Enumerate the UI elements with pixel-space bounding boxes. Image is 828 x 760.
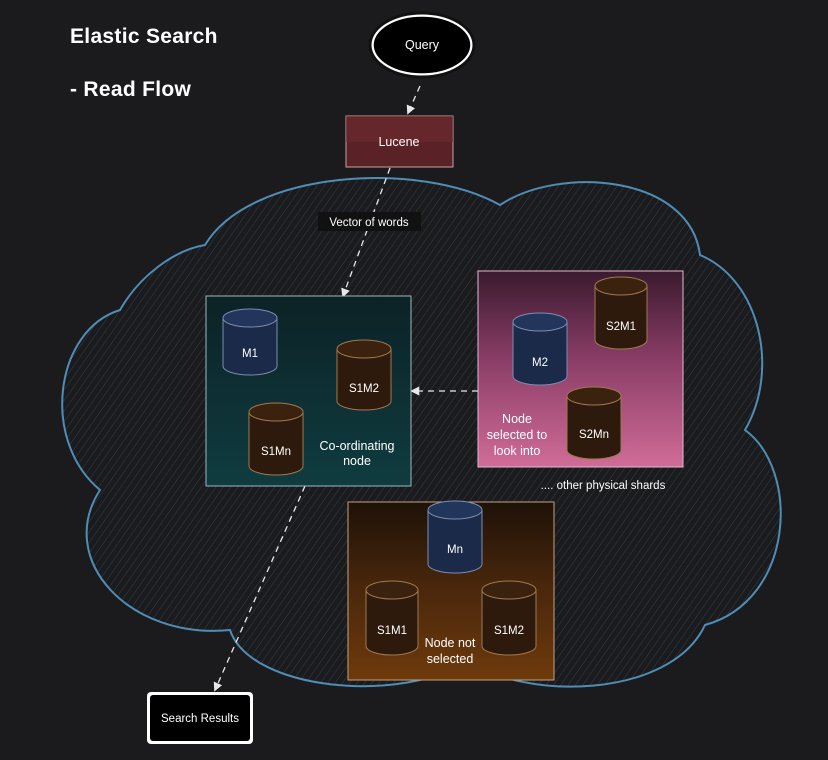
title-line-2: - Read Flow — [70, 78, 192, 101]
shard-label-mn: Mn — [447, 544, 463, 556]
shard-label-s2m1: S2M1 — [606, 321, 636, 333]
shard-db-s2m1: S2M1 — [594, 276, 648, 350]
diagram-title: Elastic Search - Read Flow — [70, 25, 218, 101]
edge-lucene-to-coord — [341, 167, 391, 298]
coord-node-label-2: node — [343, 454, 371, 468]
not-selected-label-2: selected — [427, 652, 474, 666]
selected-node-label-2: selected to — [487, 428, 548, 442]
vector-of-words-label: Vector of words — [318, 212, 421, 231]
title-line-1: Elastic Search — [70, 25, 218, 48]
shard-db-s1m1: S1M1 — [365, 580, 419, 656]
lucene-node: Lucene — [345, 115, 454, 168]
not-selected-node: Mn S1M1 S1M2 Node not selected — [347, 500, 555, 681]
shard-db-s1m2: S1M2 — [336, 339, 392, 411]
shard-db-mn: Mn — [427, 500, 483, 574]
coord-node-label-1: Co-ordinating — [319, 439, 394, 453]
search-results-label: Search Results — [161, 713, 239, 725]
shard-label-m2: M2 — [532, 357, 548, 369]
edge-coord-to-results — [213, 485, 306, 692]
edge-query-to-lucene — [406, 85, 421, 115]
selected-node: S2M1 M2 S2Mn Node selected to look into — [477, 270, 684, 468]
shard-label-s1m2: S1M2 — [349, 383, 379, 395]
shard-label-s1m1: S1M1 — [377, 625, 407, 637]
query-label: Query — [405, 38, 440, 52]
shard-label-s1mn: S1Mn — [261, 446, 291, 458]
selected-node-label-3: look into — [494, 444, 541, 458]
lucene-label: Lucene — [378, 135, 419, 149]
shard-label-s2mn: S2Mn — [579, 429, 609, 441]
shard-db-m2: M2 — [512, 312, 568, 386]
edges — [213, 85, 478, 692]
shard-db-s1m2-copy: S1M2 — [481, 580, 537, 656]
vector-of-words-text: Vector of words — [329, 217, 409, 229]
not-selected-label-1: Node not — [425, 636, 476, 650]
shard-label-m1: M1 — [242, 348, 258, 360]
selected-node-label-1: Node — [502, 412, 532, 426]
search-results-node: Search Results — [147, 692, 253, 744]
shard-db-m1: M1 — [222, 308, 278, 376]
coordinating-node: M1 S1M2 S1Mn Co-ordinating node — [205, 295, 412, 487]
shard-db-s2mn: S2Mn — [566, 386, 622, 460]
shard-label-s1m2-copy: S1M2 — [494, 625, 524, 637]
query-node: Query — [368, 11, 476, 79]
other-shards-note: .... other physical shards — [541, 480, 666, 492]
shard-db-s1mn: S1Mn — [248, 402, 304, 476]
